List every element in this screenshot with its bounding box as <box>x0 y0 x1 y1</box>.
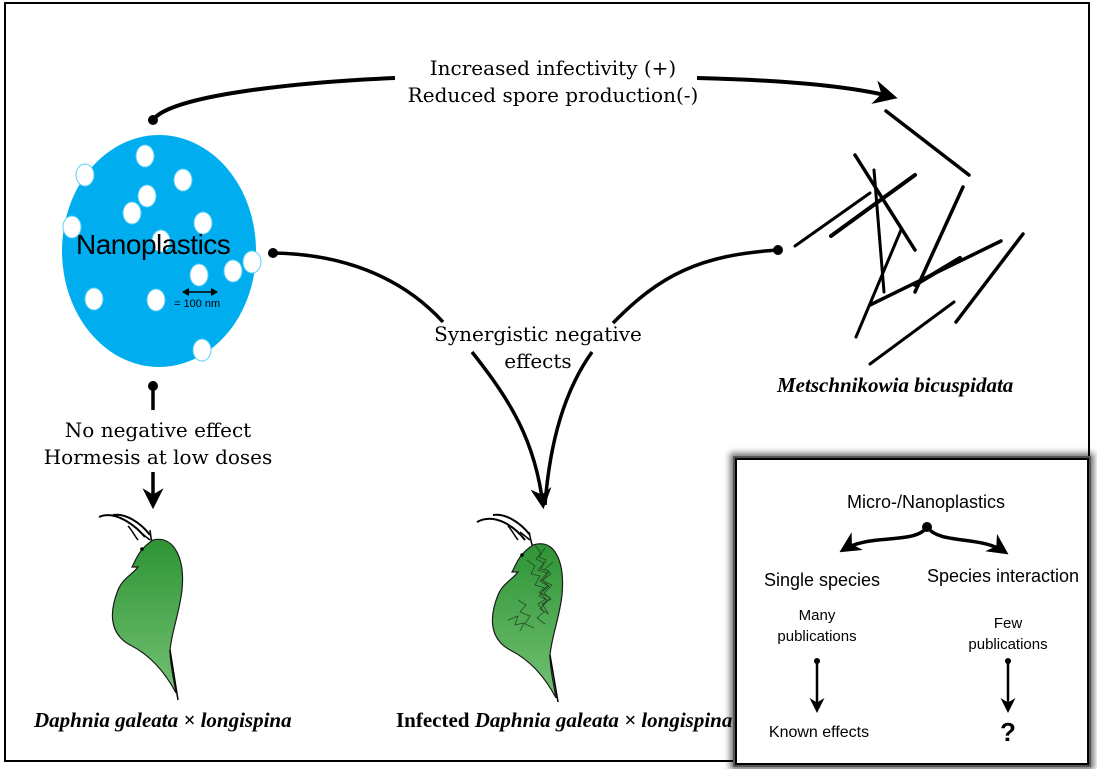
reduced-spore-production-text: Reduced spore production(-) <box>407 83 699 107</box>
no-negative-effect-text: No negative effect <box>64 418 252 442</box>
parasite-label: Metschnikowia bicuspidata <box>777 373 1014 397</box>
center-arrows <box>268 245 783 510</box>
nanoparticles <box>62 144 262 362</box>
infected-species-name: Daphnia galeata × longispina <box>474 708 733 732</box>
scale-bar-icon <box>182 288 218 296</box>
daphnia-healthy-illustration <box>98 513 184 701</box>
question-mark-icon: ? <box>1000 717 1016 747</box>
left-effect-label: No negative effect Hormesis at low doses <box>44 417 273 471</box>
inset-species-interaction: Species interaction <box>926 566 1080 586</box>
inset-single-species: Single species <box>763 570 881 590</box>
publications-text-right: publications <box>968 636 1048 653</box>
spore-infection-texture <box>507 544 554 632</box>
left-arrow <box>142 381 164 510</box>
daphnia-infected-illustration <box>476 513 564 703</box>
inset-many-publications: Many publications <box>777 605 856 647</box>
infected-prefix: Infected <box>396 708 475 732</box>
inset-few-publications: Few publications <box>968 613 1047 655</box>
inset-title: Micro-/Nanoplastics <box>846 492 1006 512</box>
synergistic-effect-label: Synergistic negative effects <box>434 321 642 375</box>
many-text: Many <box>798 607 836 624</box>
publications-text-left: publications <box>777 628 857 645</box>
metschnikowia-spores <box>793 109 1025 366</box>
synergistic-negative-text: Synergistic negative <box>434 322 642 346</box>
inset-known-effects: Known effects <box>768 724 870 741</box>
top-effect-label: Increased infectivity (+) Reduced spore … <box>408 55 699 109</box>
top-arrow-right-segment <box>696 76 898 104</box>
nanoplastics-label: Nanoplastics <box>76 229 231 260</box>
increased-infectivity-text: Increased infectivity (+) <box>429 56 677 80</box>
top-arrow <box>148 76 898 125</box>
scale-label: = 100 nm <box>174 298 221 310</box>
top-arrow-left-segment <box>151 76 396 122</box>
daphnia-healthy-label: Daphnia galeata × longispina <box>34 708 292 732</box>
nanoplastics-particle <box>62 135 262 367</box>
few-text: Few <box>993 615 1023 632</box>
inset-summary-box <box>735 458 1089 765</box>
effects-text: effects <box>504 349 572 373</box>
hormesis-text: Hormesis at low doses <box>43 445 273 469</box>
daphnia-infected-label: Infected Daphnia galeata × longispina <box>396 708 732 733</box>
